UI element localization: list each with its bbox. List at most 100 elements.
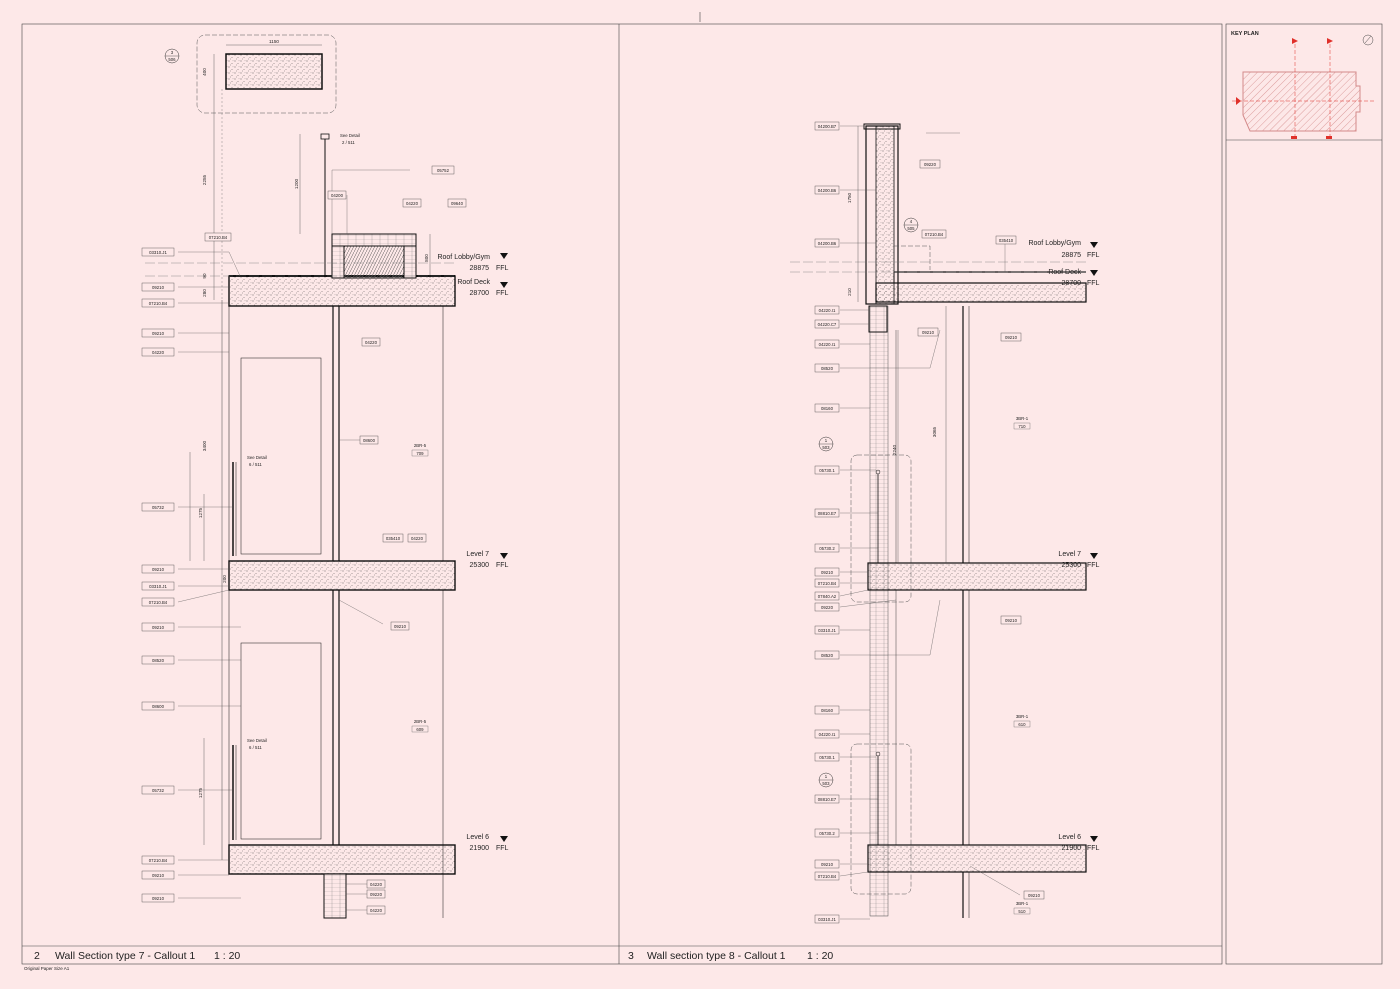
svg-text:Roof Lobby/Gym: Roof Lobby/Gym	[1028, 240, 1081, 247]
svg-text:610: 610	[1018, 722, 1026, 727]
svg-text:1150: 1150	[269, 39, 279, 44]
svg-text:1275: 1275	[198, 507, 203, 518]
svg-text:6 / 511: 6 / 511	[249, 745, 262, 750]
north-arrow-icon	[1362, 34, 1374, 46]
svg-text:Wall section type 8 - Callout: Wall section type 8 - Callout 1	[647, 950, 786, 962]
svg-text:Roof Lobby/Gym: Roof Lobby/Gym	[437, 254, 490, 261]
svg-text:07210.B4: 07210.B4	[149, 600, 168, 605]
svg-text:28700: 28700	[470, 290, 490, 297]
svg-text:04220: 04220	[370, 882, 383, 887]
svg-text:3BR-1: 3BR-1	[1016, 901, 1029, 906]
svg-text:09210: 09210	[394, 624, 407, 629]
svg-text:2240: 2240	[892, 444, 897, 455]
svg-text:2BR-5: 2BR-5	[414, 719, 427, 724]
svg-text:04220.I1: 04220.I1	[819, 308, 836, 313]
svg-text:05730.1: 05730.1	[819, 468, 835, 473]
svg-text:09640: 09640	[451, 201, 464, 206]
level-markers-view-3	[1090, 242, 1098, 842]
svg-text:08520: 08520	[821, 366, 834, 371]
svg-text:03310.J1: 03310.J1	[149, 584, 167, 589]
svg-text:04220: 04220	[370, 908, 383, 913]
svg-text:1: 1	[825, 438, 828, 443]
svg-text:035410: 035410	[386, 536, 401, 541]
level-markers-view-2	[500, 253, 508, 842]
view-3-tag-labels-right: 09220 07210.B4 035410 09210 09210 09210 …	[922, 162, 1041, 898]
svg-text:2: 2	[34, 950, 40, 962]
svg-text:08520: 08520	[152, 658, 165, 663]
svg-text:09210: 09210	[1005, 618, 1018, 623]
svg-text:Level 7: Level 7	[466, 551, 489, 558]
svg-text:Roof Deck: Roof Deck	[1048, 269, 1081, 276]
svg-text:04220: 04220	[411, 536, 424, 541]
svg-text:25300: 25300	[470, 562, 490, 569]
view-3-tags-left	[814, 121, 840, 924]
svg-text:1: 1	[825, 774, 828, 779]
svg-text:FFL: FFL	[496, 265, 509, 272]
svg-text:04220.I1: 04220.I1	[819, 342, 836, 347]
svg-text:709: 709	[416, 451, 424, 456]
svg-text:2BR-5: 2BR-5	[414, 443, 427, 448]
svg-text:05730.2: 05730.2	[819, 546, 835, 551]
svg-text:506: 506	[168, 57, 176, 62]
view-2-level-labels: Roof Lobby/Gym 28875 FFL Roof Deck 28700…	[437, 254, 508, 852]
svg-text:03310.J1: 03310.J1	[149, 250, 167, 255]
svg-text:3065: 3065	[932, 426, 937, 437]
svg-text:09210: 09210	[821, 862, 834, 867]
svg-text:07210.B4: 07210.B4	[149, 301, 168, 306]
svg-text:08600: 08600	[152, 704, 165, 709]
svg-text:05732: 05732	[152, 505, 165, 510]
svg-text:09210: 09210	[152, 285, 165, 290]
svg-text:04220.C7: 04220.C7	[818, 322, 837, 327]
svg-text:609: 609	[416, 727, 424, 732]
svg-text:6 / 511: 6 / 511	[249, 462, 262, 467]
paper-size-note: Original Paper Size A1	[24, 966, 70, 971]
view-3-drawing	[790, 123, 1098, 920]
svg-text:09210: 09210	[821, 570, 834, 575]
svg-text:Level 7: Level 7	[1058, 551, 1081, 558]
view-3-title-block: 3 Wall section type 8 - Callout 1 1 : 20	[628, 950, 833, 962]
svg-text:510: 510	[1018, 909, 1026, 914]
svg-text:25300: 25300	[1062, 562, 1082, 569]
svg-text:1 : 20: 1 : 20	[214, 950, 240, 962]
svg-text:08810.E7: 08810.E7	[818, 511, 837, 516]
svg-text:05752: 05752	[437, 168, 450, 173]
view-2-tags-left	[141, 247, 175, 903]
svg-text:Roof Deck: Roof Deck	[457, 279, 490, 286]
view-2-dimensions: 1150 400 2255 1200 800 90 280 3400 1275 …	[198, 39, 429, 798]
view-3-tags-right	[917, 159, 1045, 900]
svg-text:FFL: FFL	[496, 845, 509, 852]
svg-text:05732: 05732	[152, 788, 165, 793]
svg-text:09210: 09210	[922, 330, 935, 335]
view-2-tag-labels-right: 07210.B4 05752 04200 04220 09640 04220 0…	[209, 168, 464, 913]
svg-text:4: 4	[910, 219, 913, 224]
view-2-tags-right	[204, 165, 467, 915]
svg-text:400: 400	[202, 68, 207, 76]
svg-text:07840.A2: 07840.A2	[818, 594, 837, 599]
view-3-tag-labels-left: 04200.B7 04200.B6 04200.B6 04220.I1 0422…	[818, 124, 837, 922]
svg-text:See Detail: See Detail	[247, 455, 267, 460]
svg-text:08160: 08160	[821, 406, 834, 411]
svg-text:FFL: FFL	[1087, 845, 1100, 852]
view-2-drawing	[145, 34, 508, 919]
view-3-dimensions: 1750 210 2240 3065	[847, 192, 937, 455]
svg-text:3BR-1: 3BR-1	[1016, 714, 1029, 719]
svg-text:09210: 09210	[1005, 335, 1018, 340]
svg-text:09210: 09210	[152, 625, 165, 630]
svg-text:Level 6: Level 6	[1058, 834, 1081, 841]
svg-text:09210: 09210	[152, 567, 165, 572]
svg-text:08600: 08600	[363, 438, 376, 443]
svg-text:03310.J1: 03310.J1	[818, 628, 836, 633]
svg-text:503: 503	[822, 445, 830, 450]
svg-text:03310.J1: 03310.J1	[818, 917, 836, 922]
svg-text:04220.I1: 04220.I1	[819, 732, 836, 737]
svg-text:04220: 04220	[406, 201, 419, 206]
svg-text:FFL: FFL	[496, 290, 509, 297]
svg-text:04200: 04200	[331, 193, 344, 198]
svg-text:3400: 3400	[202, 440, 207, 451]
svg-text:28875: 28875	[470, 265, 490, 272]
key-plan: KEY PLAN	[1231, 31, 1376, 140]
svg-text:FFL: FFL	[1087, 280, 1100, 287]
svg-text:See Detail: See Detail	[340, 133, 360, 138]
view-2-title-block: 2 Wall Section type 7 - Callout 1 1 : 20	[34, 950, 240, 962]
